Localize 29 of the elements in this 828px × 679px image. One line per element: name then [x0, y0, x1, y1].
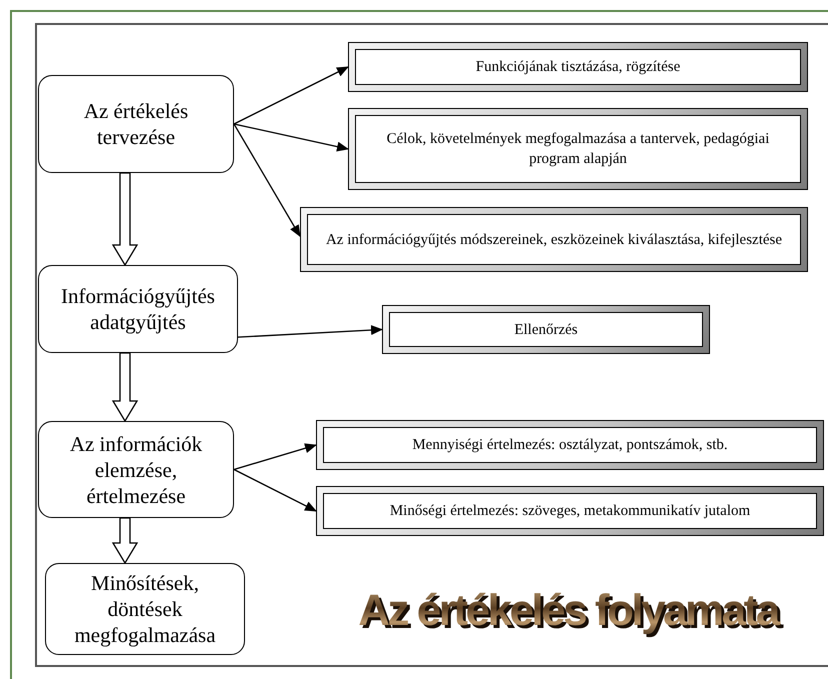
node-text: Minőségi értelmezés: szöveges, metakommunikatív jutalom — [390, 502, 750, 521]
arrow — [238, 325, 383, 338]
process-box — [45, 563, 245, 655]
process-box — [38, 421, 234, 518]
node-text: Célok, követelmények megfogalmazása a tantervek, pedagógiai program alapján — [386, 130, 770, 169]
process-box — [38, 265, 238, 353]
node-text: Információgyűjtés adatgyűjtés — [60, 283, 216, 335]
bevel-box — [316, 486, 824, 536]
process-box — [38, 75, 234, 173]
bevel-box — [316, 420, 824, 470]
arrow — [234, 443, 317, 470]
bevel-box — [348, 108, 808, 190]
arrow — [234, 468, 317, 512]
bevel-box — [300, 207, 808, 272]
node-text: Ellenőrzés — [514, 320, 578, 340]
node-text: Mennyiségi értelmezés: osztályzat, pontszámok, stb. — [412, 436, 728, 455]
bevel-box — [382, 305, 710, 354]
arrow — [234, 66, 349, 125]
arrow — [233, 124, 301, 238]
node-text: Minősítések, döntések megfogalmazása — [73, 570, 217, 648]
node-text: Az információgyűjtés módszereinek, eszközeinek kiválasztása, kifejlesztése — [326, 230, 782, 250]
hollow-arrow — [112, 172, 138, 266]
bevel-box — [348, 42, 808, 92]
hollow-arrow — [112, 517, 138, 564]
node-text: Az információk elemzése, értelmezése — [68, 430, 204, 508]
arrow — [234, 123, 349, 152]
node-text: Funkciójának tisztázása, rögzítése — [476, 58, 680, 77]
node-text: Az értékelés tervezése — [82, 98, 190, 150]
hollow-arrow — [112, 352, 138, 422]
